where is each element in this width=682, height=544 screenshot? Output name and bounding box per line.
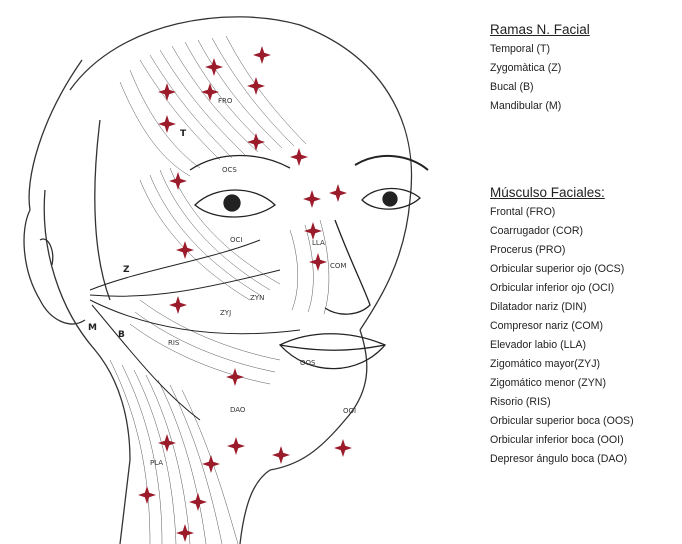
injection-point-marker bbox=[205, 58, 223, 76]
injection-point-marker bbox=[169, 172, 187, 190]
nerve-branches-title: Ramas N. Facial bbox=[490, 22, 590, 37]
injection-point-marker bbox=[176, 241, 194, 259]
muscle-strokes bbox=[110, 36, 329, 544]
muscle-item: Orbicular inferior ojo (OCI) bbox=[490, 279, 634, 298]
label-oci: OCI bbox=[230, 236, 242, 244]
injection-point-marker bbox=[226, 368, 244, 386]
muscle-item: Procerus (PRO) bbox=[490, 241, 634, 260]
nerve-branch-item: Mandibular (M) bbox=[490, 97, 590, 116]
branch-label-t: T bbox=[180, 129, 187, 139]
muscle-item: Compresor nariz (COM) bbox=[490, 317, 634, 336]
muscle-item: Coarrugador (COR) bbox=[490, 222, 634, 241]
muscle-item: Orbicular superior boca (OOS) bbox=[490, 412, 634, 431]
injection-point-marker bbox=[247, 77, 265, 95]
face-outline bbox=[24, 17, 411, 544]
facial-muscles-title: Músculso Faciales: bbox=[490, 185, 634, 200]
injection-point-marker bbox=[158, 434, 176, 452]
facial-features bbox=[190, 156, 428, 369]
nerve-branch-item: Bucal (B) bbox=[490, 78, 590, 97]
branch-label-b: B bbox=[118, 330, 125, 340]
label-fro: FRO bbox=[218, 97, 233, 105]
muscle-item: Elevador labio (LLA) bbox=[490, 336, 634, 355]
label-pla: PLA bbox=[150, 459, 163, 467]
injection-point-marker bbox=[176, 524, 194, 542]
injection-point-marker bbox=[329, 184, 347, 202]
muscle-item: Zigomático menor (ZYN) bbox=[490, 374, 634, 393]
injection-point-marker bbox=[253, 46, 271, 64]
label-ris: RIS bbox=[168, 339, 180, 347]
injection-point-marker bbox=[290, 148, 308, 166]
muscle-item: Frontal (FRO) bbox=[490, 203, 634, 222]
label-lla: LLA bbox=[312, 239, 325, 247]
label-zyn: ZYN bbox=[250, 294, 264, 302]
injection-point-marker bbox=[169, 296, 187, 314]
muscle-item: Orbicular superior ojo (OCS) bbox=[490, 260, 634, 279]
injection-point-marker bbox=[303, 190, 321, 208]
label-ooi: OOI bbox=[343, 407, 356, 415]
label-dao: DAO bbox=[230, 406, 246, 414]
label-com: COM bbox=[330, 262, 346, 270]
injection-point-marker bbox=[227, 437, 245, 455]
lips bbox=[280, 334, 385, 369]
injection-point-markers bbox=[138, 46, 352, 542]
injection-point-marker bbox=[334, 439, 352, 457]
nerve-branch-item: Zygomàtica (Z) bbox=[490, 59, 590, 78]
nerve-branches-legend: Ramas N. Facial Temporal (T) Zygomàtica … bbox=[490, 22, 590, 116]
nerve-branch-item: Temporal (T) bbox=[490, 40, 590, 59]
muscle-item: Zigomático mayor(ZYJ) bbox=[490, 355, 634, 374]
label-zyj: ZYJ bbox=[220, 309, 231, 317]
label-oos: OOS bbox=[300, 359, 316, 367]
branch-label-m: M bbox=[88, 323, 97, 333]
injection-point-marker bbox=[272, 446, 290, 464]
facial-muscles-legend: Músculso Faciales: Frontal (FRO) Coarrug… bbox=[490, 185, 634, 469]
muscle-item: Depresor ángulo boca (DAO) bbox=[490, 450, 634, 469]
injection-point-marker bbox=[158, 83, 176, 101]
muscle-labels: FRO OCS OCI LLA COM ZYJ ZYN RIS DAO OOI … bbox=[150, 97, 356, 467]
injection-point-marker bbox=[158, 115, 176, 133]
injection-point-marker bbox=[247, 133, 265, 151]
muscle-item: Risorio (RIS) bbox=[490, 393, 634, 412]
injection-point-marker bbox=[202, 455, 220, 473]
muscle-item: Orbicular inferior boca (OOI) bbox=[490, 431, 634, 450]
injection-point-marker bbox=[201, 83, 219, 101]
muscle-item: Dilatador nariz (DIN) bbox=[490, 298, 634, 317]
injection-point-marker bbox=[304, 222, 322, 240]
branch-label-z: Z bbox=[123, 265, 130, 275]
injection-point-marker bbox=[138, 486, 156, 504]
injection-point-marker bbox=[189, 493, 207, 511]
label-ocs: OCS bbox=[222, 166, 237, 174]
